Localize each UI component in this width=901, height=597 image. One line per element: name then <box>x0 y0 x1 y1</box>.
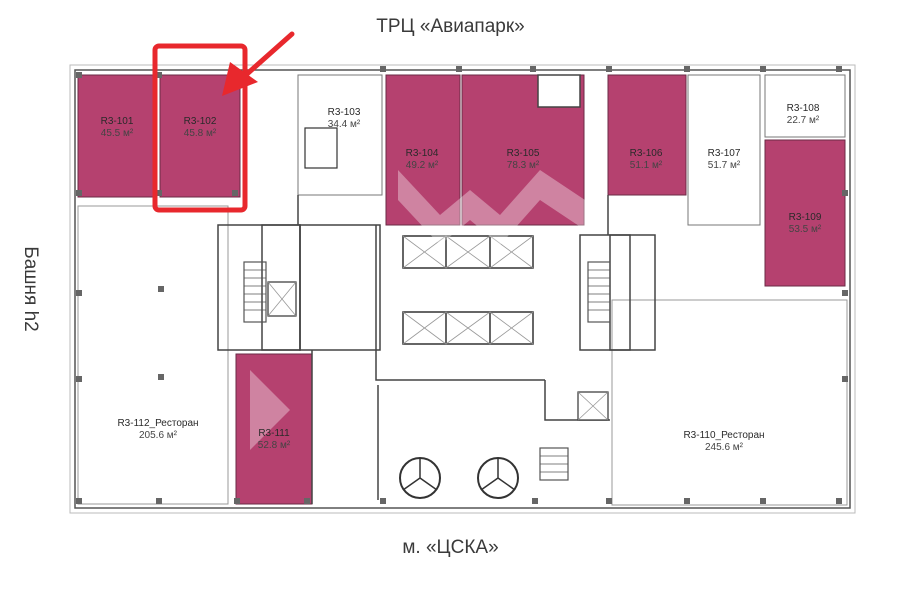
caption-bottom-metro: м. «ЦСКА» <box>402 537 499 558</box>
unit-code-r3-111: R3-111 <box>258 428 290 439</box>
unit-code-r3-106: R3-106 <box>630 148 663 159</box>
unit-shape-r3-104[interactable] <box>385 74 461 226</box>
unit-shape-r3-109[interactable] <box>764 139 846 287</box>
columns <box>76 66 848 504</box>
watermark-logo <box>250 170 585 450</box>
unit-area-r3-102: 45.8 м² <box>184 128 217 139</box>
unit-shapes <box>77 74 848 506</box>
elevator-bank-lower <box>402 311 534 345</box>
unit-shape-r3-111[interactable] <box>235 353 313 505</box>
service-elevators <box>267 127 609 421</box>
unit-area-r3-108: 22.7 м² <box>787 115 820 126</box>
unit-code-r3-105: R3-105 <box>507 148 540 159</box>
unit-code-r3-109: R3-109 <box>789 212 822 223</box>
unit-area-r3-101: 45.5 м² <box>101 128 134 139</box>
unit-shape-r3-102[interactable] <box>159 74 241 198</box>
unit-code-r3-101: R3-101 <box>101 116 134 127</box>
building-outline <box>74 69 851 509</box>
unit-area-r3-109: 53.5 м² <box>789 224 822 235</box>
unit-shape-r3-107[interactable] <box>687 74 761 226</box>
unit-area-r3-103: 34.4 м² <box>328 119 361 130</box>
unit-code-r3-110: R3-110_Ресторан <box>683 430 764 441</box>
unit-code-r3-102: R3-102 <box>184 116 217 127</box>
elevator-bank-upper <box>402 235 534 269</box>
core-walls <box>217 195 656 504</box>
caption-top-mall: ТРЦ «Авиапарк» <box>376 16 525 37</box>
shaft-cutout <box>537 74 581 108</box>
revolving-doors <box>399 457 519 499</box>
unit-area-r3-111: 52.8 м² <box>258 440 291 451</box>
unit-area-r3-105: 78.3 м² <box>507 160 540 171</box>
unit-code-r3-103: R3-103 <box>328 107 361 118</box>
highlight-arrow <box>222 31 295 96</box>
unit-code-r3-108: R3-108 <box>787 103 820 114</box>
building-facade <box>69 64 856 514</box>
unit-code-r3-104: R3-104 <box>406 148 439 159</box>
unit-area-r3-106: 51.1 м² <box>630 160 663 171</box>
unit-shape-r3-106[interactable] <box>607 74 687 196</box>
unit-labels: R3-101 45.5 м² R3-102 45.8 м² R3-103 34.… <box>101 103 822 453</box>
unit-shape-r3-110[interactable] <box>611 299 848 506</box>
unit-code-r3-112: R3-112_Ресторан <box>117 418 198 429</box>
unit-area-r3-112: 205.6 м² <box>139 430 178 441</box>
stairs <box>243 261 611 481</box>
unit-shape-r3-108[interactable] <box>764 74 846 138</box>
highlight-box <box>152 43 248 213</box>
unit-shape-r3-101[interactable] <box>77 74 157 198</box>
unit-area-r3-104: 49.2 м² <box>406 160 439 171</box>
unit-shape-r3-112[interactable] <box>77 205 229 505</box>
unit-area-r3-110: 245.6 м² <box>705 442 744 453</box>
unit-area-r3-107: 51.7 м² <box>708 160 741 171</box>
unit-code-r3-107: R3-107 <box>708 148 741 159</box>
